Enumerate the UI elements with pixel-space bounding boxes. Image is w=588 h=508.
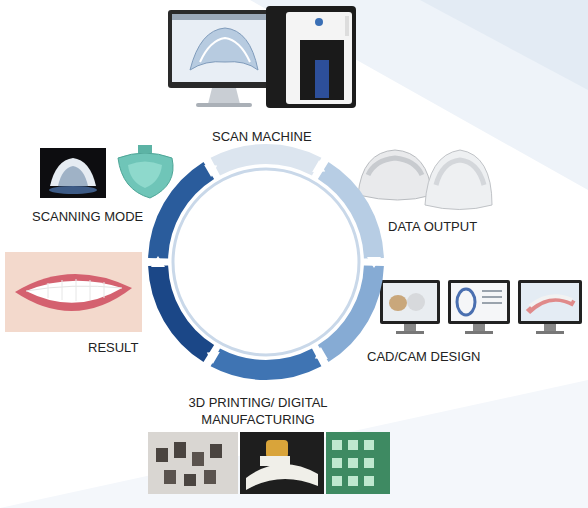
cad-monitors [380, 280, 582, 334]
stage-label: SCAN MACHINE [212, 128, 312, 145]
smile-photo [5, 252, 142, 332]
stage-label: RESULT [88, 339, 138, 356]
workflow-ring [148, 144, 384, 380]
scanner-monitor [168, 10, 280, 107]
stage-label: 3D PRINTING/ DIGITAL MANUFACTURING [158, 394, 358, 428]
background-band [0, 380, 588, 508]
dental-models [358, 150, 492, 210]
scanner-box [266, 6, 356, 108]
manufacturing-photos [148, 432, 390, 494]
stage-label: SCANNING MODE [32, 208, 143, 225]
scanning-mode-photos [40, 145, 173, 198]
stage-label: CAD/CAM DESIGN [367, 348, 480, 365]
stage-label: DATA OUTPUT [388, 218, 477, 235]
background-band [420, 0, 588, 90]
